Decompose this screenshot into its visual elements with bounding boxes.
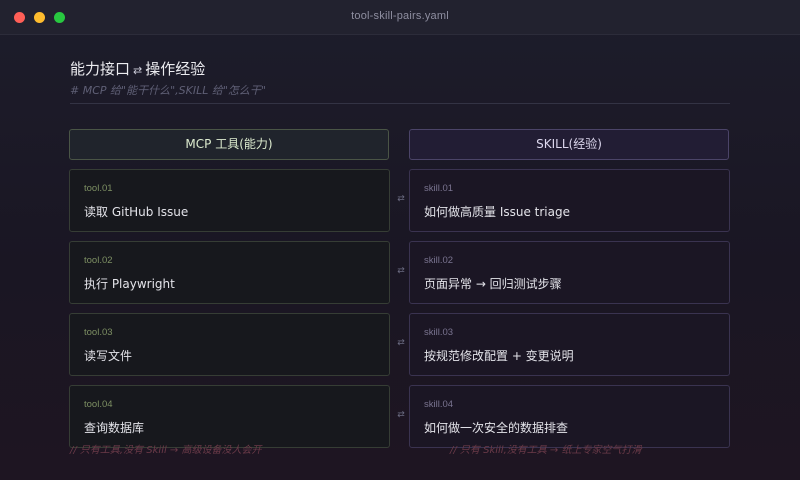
close-window-button[interactable] (14, 12, 25, 23)
tool-id: tool.03 (84, 327, 113, 338)
pair-link-icon: ⇄ (397, 410, 405, 420)
mcp-column-header: MCP 工具(能力) (69, 129, 389, 160)
tool-id: tool.02 (84, 255, 113, 266)
tool-id: tool.04 (84, 399, 113, 410)
skill-card[interactable]: skill.01 如何做高质量 Issue triage (409, 169, 730, 232)
tool-id: tool.01 (84, 183, 113, 194)
skill-id: skill.03 (424, 327, 454, 338)
maximize-window-button[interactable] (54, 12, 65, 23)
title-bar: tool-skill-pairs.yaml (0, 0, 800, 35)
skill-id: skill.01 (424, 183, 454, 194)
tool-card[interactable]: tool.04 查询数据库 (69, 385, 390, 448)
skill-description: 如何做高质量 Issue triage (424, 205, 570, 219)
page-title-right: 操作经验 (145, 60, 206, 78)
page-subtitle: # MCP 给"能干什么",SKILL 给"怎么干" (70, 84, 266, 97)
skill-card[interactable]: skill.02 页面异常 → 回归测试步骤 (409, 241, 730, 304)
skill-card[interactable]: skill.03 按规范修改配置 + 变更说明 (409, 313, 730, 376)
tool-card[interactable]: tool.01 读取 GitHub Issue (69, 169, 390, 232)
tool-description: 读取 GitHub Issue (84, 205, 189, 219)
tool-description: 读写文件 (84, 349, 133, 363)
pair-link-icon: ⇄ (397, 338, 405, 348)
tool-description: 执行 Playwright (84, 277, 175, 291)
tool-card[interactable]: tool.02 执行 Playwright (69, 241, 390, 304)
tool-description: 查询数据库 (84, 421, 145, 435)
page-title: 能力接口⇄操作经验 (70, 58, 205, 79)
skill-description: 如何做一次安全的数据排查 (424, 421, 569, 435)
window-title: tool-skill-pairs.yaml (351, 10, 449, 22)
skill-card[interactable]: skill.04 如何做一次安全的数据排查 (409, 385, 730, 448)
page-title-left: 能力接口 (70, 60, 131, 78)
skill-description: 按规范修改配置 + 变更说明 (424, 349, 574, 363)
skill-column-header: SKILL(经验) (409, 129, 729, 160)
skill-id: skill.02 (424, 255, 454, 266)
tool-card[interactable]: tool.03 读写文件 (69, 313, 390, 376)
pair-link-icon: ⇄ (397, 266, 405, 276)
skill-id: skill.04 (424, 399, 454, 410)
swap-icon: ⇄ (133, 64, 143, 77)
minimize-window-button[interactable] (34, 12, 45, 23)
skill-description: 页面异常 → 回归测试步骤 (424, 277, 562, 291)
pair-link-icon: ⇄ (397, 194, 405, 204)
footnote-tools-only: // 只有工具,没有 Skill → 高级设备没人会开 (70, 445, 262, 456)
header-divider (70, 103, 730, 104)
footnote-skills-only: // 只有 Skill,没有工具 → 纸上专家空气打滑 (450, 445, 642, 456)
